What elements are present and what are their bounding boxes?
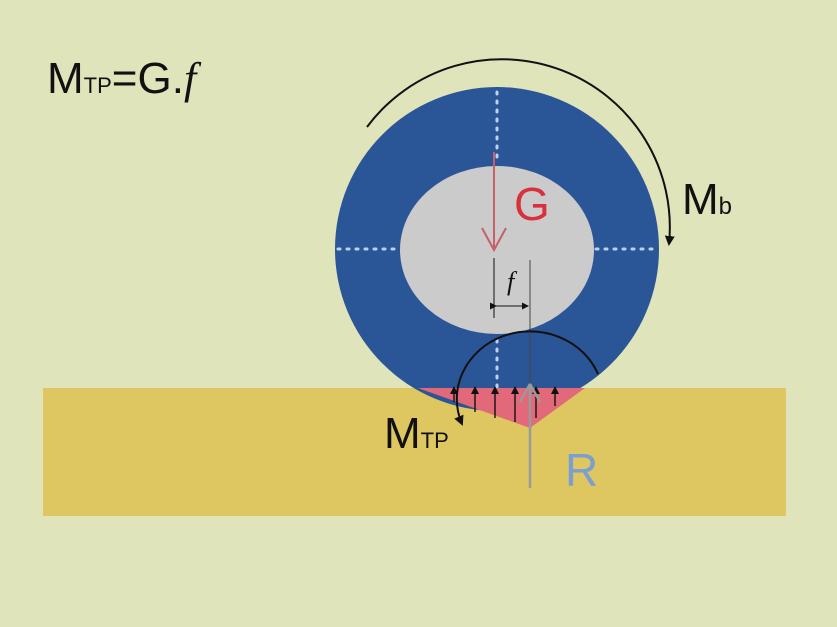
wheel-moment-arc (366, 58, 675, 246)
gravity-force-arrow (481, 152, 507, 253)
formula-var: f (184, 54, 202, 103)
formula-sub: TP (84, 73, 112, 98)
reaction-force-arrow (518, 260, 542, 488)
resistance-moment-arc (454, 330, 599, 426)
offset-label: f (507, 267, 518, 296)
wheel-moment-label: Mb (682, 175, 732, 224)
wheel-center-lines (336, 90, 658, 390)
wheel-hub (400, 166, 594, 334)
gravity-label: G (514, 178, 550, 230)
reaction-label: R (565, 444, 598, 496)
contact-pressure-zone (418, 388, 585, 428)
ground-surface (43, 388, 786, 516)
formula-m: M (47, 54, 84, 103)
resistance-moment-label: MTP (384, 409, 449, 458)
offset-dimension (490, 258, 529, 318)
formula: MTP=G.f (47, 54, 202, 103)
formula-rest: =G. (112, 54, 184, 103)
